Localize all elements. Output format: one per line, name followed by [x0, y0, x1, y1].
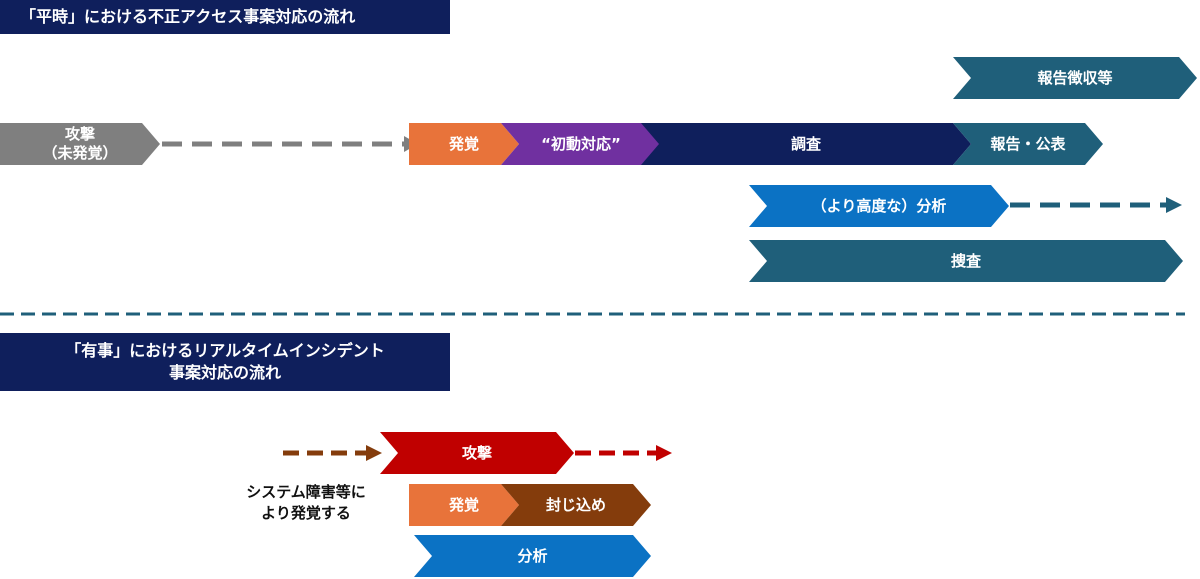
step-initial-response: “初動対応” — [501, 123, 661, 165]
step-attack-undiscovered: 攻撃 （未発覚） — [0, 123, 160, 165]
emergency-incoming-arrowhead — [366, 445, 382, 461]
step-advanced-analysis: （より高度な）分析 — [749, 185, 1009, 227]
peacetime-flow-title: 「平時」における不正アクセス事案対応の流れ — [0, 0, 450, 34]
step-investigation: 調査 — [641, 123, 971, 165]
step-criminal-investigation: 捜査 — [749, 240, 1183, 282]
step-emergency-discovery: 発覚 — [409, 484, 519, 526]
emergency-flow-title: 「有事」におけるリアルタイムインシデント 事案対応の流れ — [0, 333, 450, 391]
step-containment: 封じ込め — [501, 484, 651, 526]
emergency-attack-continuation-arrowhead — [656, 445, 672, 461]
step-discovery: 発覚 — [409, 123, 519, 165]
analysis-continuation-arrowhead — [1166, 197, 1182, 213]
step-emergency-analysis: 分析 — [414, 535, 651, 577]
step-report-publish: 報告・公表 — [953, 123, 1103, 165]
discovery-note: システム障害等に より発覚する — [246, 483, 366, 522]
step-report-collection: 報告徴収等 — [953, 57, 1197, 99]
step-emergency-attack: 攻撃 — [380, 432, 574, 474]
